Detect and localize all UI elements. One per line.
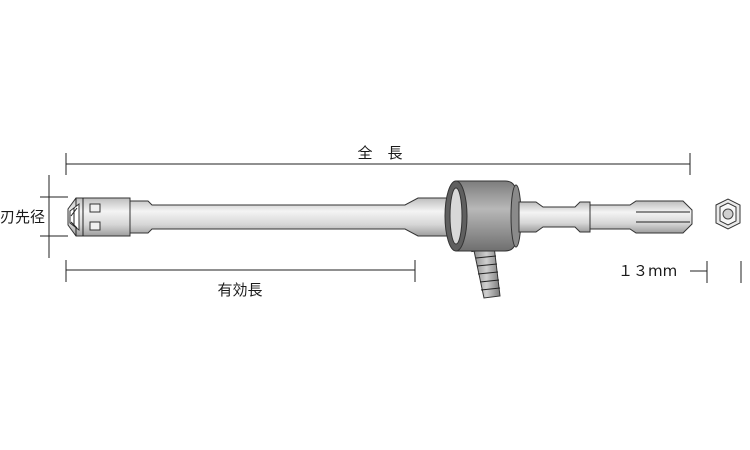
shank-size-label: １３mm xyxy=(618,262,677,280)
blade-diameter-label: 刃先径 xyxy=(0,208,45,226)
shank-size-dimension: １３mm xyxy=(618,261,742,283)
sds-shank xyxy=(518,200,693,234)
blade-diameter-dimension: 刃先径 xyxy=(0,175,68,258)
core-drill xyxy=(67,180,693,299)
drill-barrel xyxy=(129,197,451,237)
effective-length-dimension: 有効長 xyxy=(65,260,416,299)
cutting-head xyxy=(67,197,131,237)
water-swivel-collar xyxy=(444,180,522,252)
hex-shank-end-view xyxy=(715,198,741,230)
overall-length-label: 全 長 xyxy=(357,144,402,162)
effective-length-label: 有効長 xyxy=(217,281,262,299)
overall-length-dimension: 全 長 xyxy=(65,144,691,175)
